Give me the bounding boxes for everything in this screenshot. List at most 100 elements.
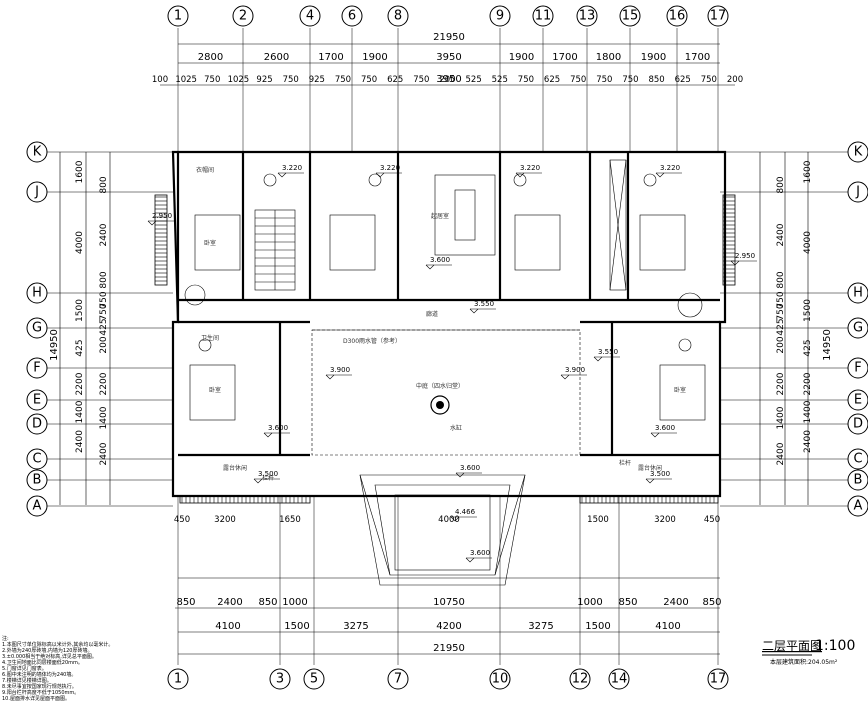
bottom-dim-a-7: 2400 [663,597,688,608]
svg-text:4.466: 4.466 [455,508,476,516]
svg-text:3.900: 3.900 [565,366,585,374]
top-dim-6: 1700 [552,52,577,63]
bottom-dim-a-1: 2400 [217,597,242,608]
top-dim-9: 1700 [685,52,710,63]
level-mark-2: 3.220 [515,164,542,178]
axis-bubble-right-G: G [847,317,868,339]
bottom-dim-c-0: 450 [174,515,190,525]
top-subdim-9: 625 [387,75,403,85]
svg-text:6: 6 [348,9,356,24]
top-subdim-4: 925 [256,75,272,85]
room-water-tank: 水缸 [450,424,462,432]
svg-text:3.500: 3.500 [258,470,278,478]
bottom-dim-c-3: 4000 [438,515,460,525]
right-subdim-9: 2400 [776,442,786,465]
axis-bubble-top-8: 8 [387,5,409,27]
axis-bubble-right-F: F [847,357,868,379]
left-dim-5: 1400 [75,400,85,423]
top-subdim-18: 750 [622,75,638,85]
svg-text:C: C [853,452,862,467]
bottom-dim-a-3: 1000 [282,597,307,608]
axis-bubble-top-9: 9 [489,5,511,27]
svg-text:G: G [853,321,863,336]
axis-bubble-bottom-10: 10 [489,668,511,690]
svg-text:F: F [33,361,40,376]
svg-text:11: 11 [535,9,552,24]
axis-bubble-left-C: C [26,448,48,470]
axis-bubble-right-C: C [847,448,868,470]
axis-bubble-top-15: 15 [619,5,641,27]
svg-text:A: A [33,499,42,514]
note-line-0: 注: [2,635,9,642]
title-area: 本层建筑面积:204.05m² [770,658,838,666]
svg-text:1: 1 [174,9,182,24]
bottom-dim-b-4: 3275 [528,621,553,632]
room-bedroom-left: 卧室 [209,386,221,394]
svg-text:2: 2 [239,9,247,24]
axis-bubble-bottom-7: 7 [387,668,409,690]
room-wc-left: 卫生间 [201,334,219,342]
total-depth-right: 14950 [822,329,833,361]
drawing-title: 二层平面图 1:100 本层建筑面积:204.05m² [762,638,855,666]
note-line-7: 7.楼梯详见楼梯详图。 [2,677,52,684]
axis-bubble-bottom-12: 12 [569,668,591,690]
left-dim-6: 2400 [75,430,85,453]
note-line-5: 5.门窗详见门窗表。 [2,665,47,672]
axis-bubble-left-A: A [26,495,48,517]
bottom-dim-c-1: 3200 [214,515,236,525]
svg-text:3.220: 3.220 [380,164,400,172]
top-subdim-13: 525 [492,75,508,85]
svg-text:13: 13 [579,9,596,24]
svg-text:17: 17 [710,672,727,687]
svg-text:1: 1 [174,672,182,687]
right-subdim-5: 425 [776,318,786,335]
top-subdim-20: 625 [675,75,691,85]
top-subdim-10: 750 [413,75,429,85]
svg-text:E: E [33,393,41,408]
level-mark-12: 3.500 [645,470,672,484]
axis-bubble-left-B: B [26,469,48,491]
bottom-dim-b-6: 4100 [655,621,680,632]
svg-text:16: 16 [669,9,686,24]
left-subdim-3: 750 [99,291,109,308]
svg-text:12: 12 [572,672,589,687]
svg-text:3.220: 3.220 [282,164,302,172]
top-subdim-19: 850 [648,75,664,85]
note-line-9: 9.阳台栏杆高度不低于1050mm。 [2,689,79,696]
svg-text:3.500: 3.500 [650,470,670,478]
right-dim-1: 4000 [803,231,813,254]
bottom-dim-b-2: 3275 [343,621,368,632]
axis-bubble-right-A: A [847,495,868,517]
title-scale: 1:100 [815,638,855,654]
top-subdim-5: 750 [283,75,299,85]
svg-text:3: 3 [276,672,284,687]
level-mark-4: 3.600 [425,256,452,270]
bottom-dim-a-8: 850 [702,597,721,608]
axis-bubble-left-F: F [26,357,48,379]
axis-bubble-top-13: 13 [576,5,598,27]
axis-bubble-top-1: 1 [167,5,189,27]
room-terrace-left: 露台休闲 [223,464,247,472]
note-line-8: 8.未尽事宜按国家现行规范执行。 [2,683,77,690]
note-line-10: 10.屋面排水详见屋面平面图。 [2,695,70,702]
bottom-dim-a-4: 10750 [433,597,465,608]
svg-text:H: H [853,286,863,301]
top-subdim-17: 750 [596,75,612,85]
svg-text:4: 4 [306,9,314,24]
top-subdim-8: 750 [361,75,377,85]
level-mark-16: 2.950 [147,212,174,226]
svg-text:K: K [33,145,42,160]
svg-text:J: J [855,185,860,200]
axis-bubble-top-17: 17 [707,5,729,27]
svg-text:B: B [854,473,863,488]
bottom-dim-c-4: 1500 [587,515,609,525]
railing-label-right: 栏杆 [619,459,631,467]
svg-text:G: G [32,321,42,336]
level-mark-13: 3.600 [455,464,482,478]
axis-bubble-top-16: 16 [666,5,688,27]
bottom-dim-a-2: 850 [258,597,277,608]
axis-bubble-right-E: E [847,389,868,411]
axis-bubble-left-E: E [26,389,48,411]
top-subdim-16: 750 [570,75,586,85]
